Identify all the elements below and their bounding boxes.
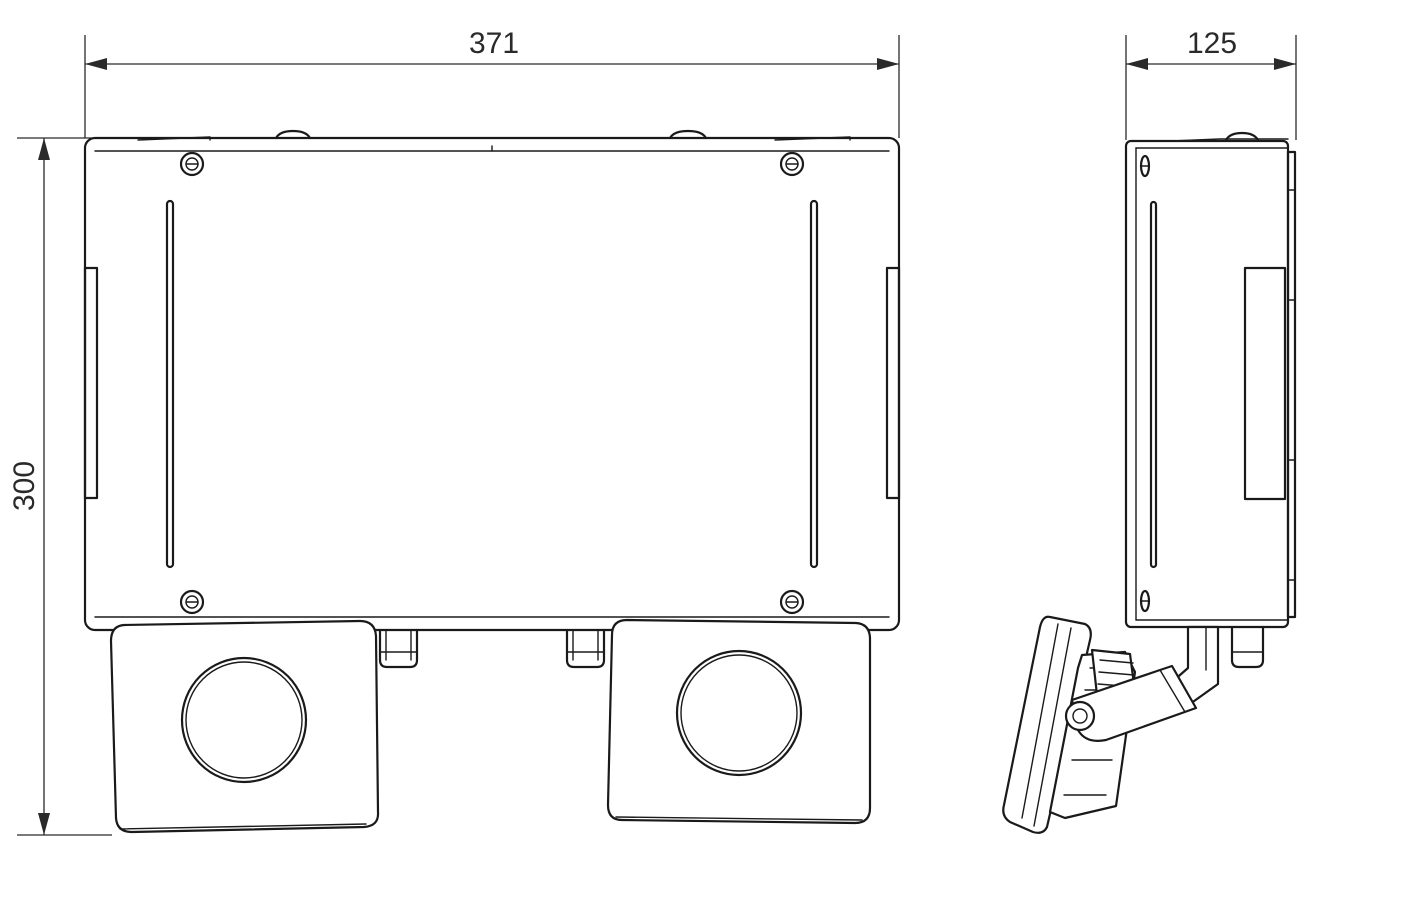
screw-icon (179, 151, 205, 177)
dimension-width: 371 (84, 27, 900, 138)
right-side-tab (885, 266, 901, 500)
side-lamp-head (1002, 615, 1198, 834)
cable-gland (378, 628, 419, 669)
right-lens (675, 649, 803, 777)
depth-label: 125 (1187, 27, 1237, 60)
front-view (83, 129, 901, 834)
front-housing (83, 136, 901, 632)
screw-icon (179, 589, 205, 615)
right-lamp-head (606, 618, 872, 825)
left-side-tab (83, 266, 99, 500)
side-slot (1149, 200, 1158, 569)
side-window (1243, 266, 1287, 501)
left-lamp-head (109, 619, 380, 834)
screw-icon (779, 151, 805, 177)
dimension-height: 300 (8, 137, 112, 836)
screw-icon (779, 589, 805, 615)
right-slot (809, 199, 819, 569)
cable-gland (1230, 625, 1265, 669)
dimension-depth: 125 (1125, 27, 1297, 140)
left-lens (180, 656, 308, 784)
left-slot (165, 199, 175, 569)
cable-gland (565, 628, 606, 669)
pivot-bolt (1064, 700, 1096, 732)
side-view (1002, 131, 1297, 834)
height-label: 300 (8, 461, 41, 511)
width-label: 371 (469, 27, 519, 60)
